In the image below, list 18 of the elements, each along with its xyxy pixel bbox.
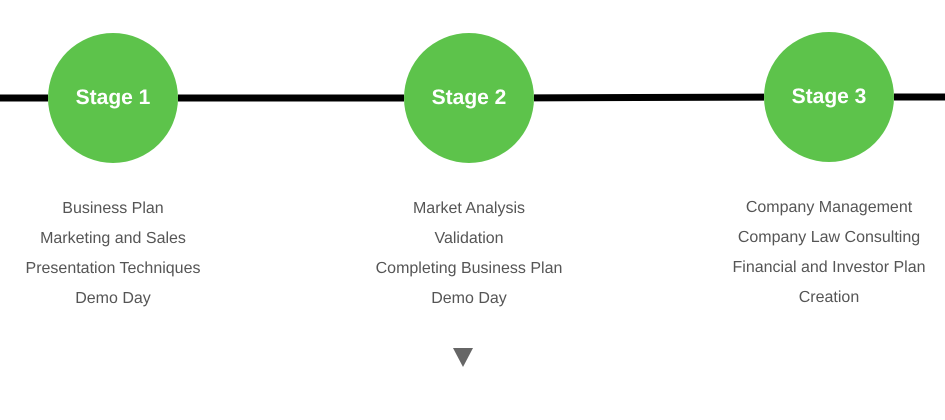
task-label: Financial and Investor Plan Creation <box>732 258 926 308</box>
task-label: Validation <box>433 229 505 249</box>
connector-line <box>894 94 945 100</box>
task-label: Company Law Consulting <box>736 228 922 248</box>
connector-line <box>534 94 764 102</box>
task-label: Demo Day <box>430 289 508 309</box>
task-label: Demo Day <box>74 289 152 309</box>
task-label: Marketing and Sales <box>39 229 187 249</box>
stage-title: Stage 2 <box>432 86 506 110</box>
task-label: Business Plan <box>61 199 165 219</box>
task-label: Company Management <box>744 198 914 218</box>
stage-title: Stage 3 <box>792 85 866 109</box>
connector-line <box>178 94 404 102</box>
stage-title: Stage 1 <box>76 86 150 110</box>
connector-line <box>0 94 48 102</box>
task-label: Completing Business Plan <box>374 259 564 279</box>
task-label: Presentation Techniques <box>24 259 202 279</box>
task-label: Market Analysis <box>412 199 526 219</box>
